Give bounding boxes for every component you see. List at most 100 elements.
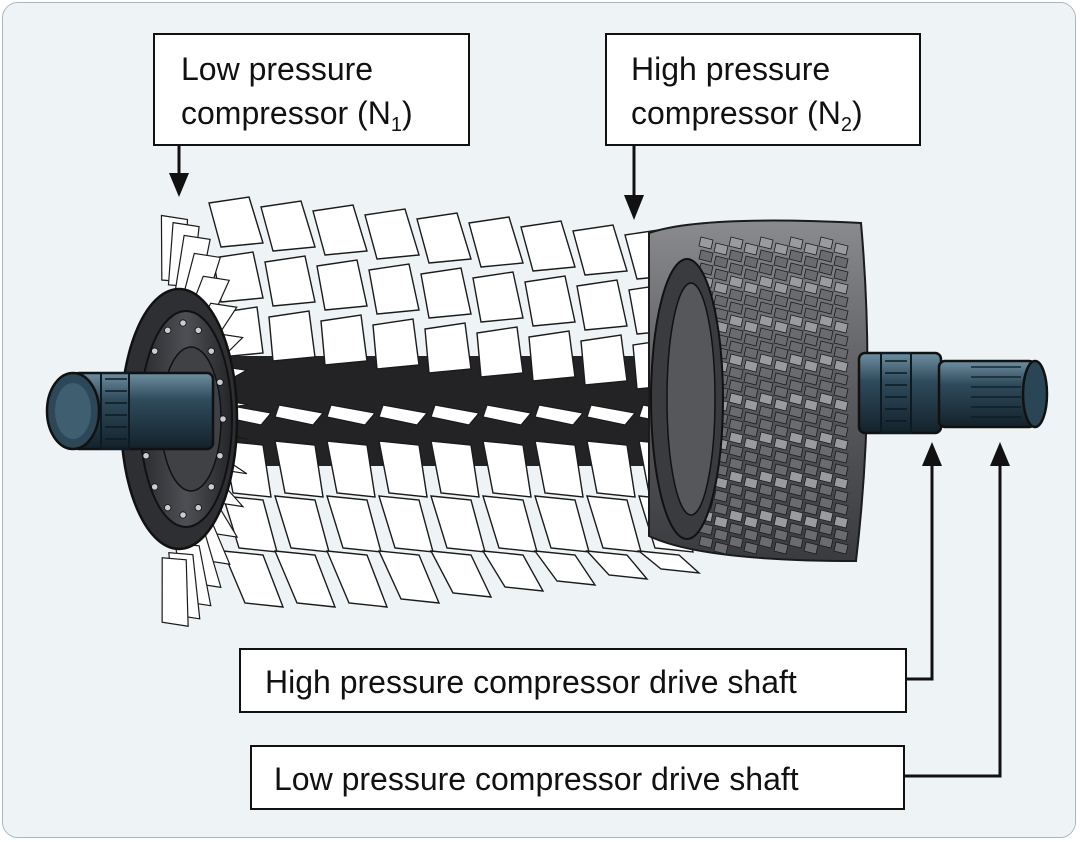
lp-blade <box>325 550 389 608</box>
hp-blade <box>728 301 744 315</box>
hp-blade <box>788 483 804 497</box>
hp-blade <box>803 320 819 334</box>
hp-blade <box>773 359 789 373</box>
hp-blade <box>833 385 849 399</box>
hp-blade <box>818 522 834 536</box>
lp-blade <box>572 224 628 276</box>
hp-blade <box>773 437 789 451</box>
hp-blade <box>758 457 774 471</box>
hp-blade <box>803 372 819 386</box>
hp-blade <box>788 457 804 471</box>
hp-blade <box>833 437 849 451</box>
hp-blade <box>788 236 804 250</box>
hp-blade <box>743 255 759 269</box>
hp-blade <box>728 327 744 341</box>
hp-blade <box>773 281 789 295</box>
lp-blade <box>312 204 368 256</box>
lp-blade <box>430 404 481 426</box>
lp-blade <box>221 550 285 608</box>
hp-blade <box>818 483 834 497</box>
lp-blade <box>378 404 429 426</box>
hp-blade <box>698 535 714 549</box>
hp-blade <box>818 444 834 458</box>
label-lp-subscript: 1 <box>390 114 402 136</box>
hp-blade <box>818 405 834 419</box>
hp-blade <box>833 450 849 464</box>
hp-blade <box>728 496 744 510</box>
lp-blade <box>520 220 576 272</box>
hp-blade <box>758 379 774 393</box>
drive-shaft-splines <box>885 360 1021 422</box>
hp-blade <box>803 502 819 516</box>
hp-blade <box>788 470 804 484</box>
hp-blade <box>758 496 774 510</box>
hp-blade <box>788 327 804 341</box>
label-high-pressure-drive-shaft: High pressure compressor drive shaft <box>239 648 907 713</box>
lp-blade <box>372 318 420 370</box>
label-hp-shaft-text: High pressure compressor drive shaft <box>265 664 797 700</box>
hp-blade <box>743 398 759 412</box>
label-lp-close-paren: ) <box>401 95 413 131</box>
bolt-hole <box>164 504 172 512</box>
lp-blade <box>316 259 368 311</box>
drive-shafts <box>857 351 1049 435</box>
hp-blade <box>773 489 789 503</box>
hp-blade <box>833 515 849 529</box>
hp-blade <box>728 275 744 289</box>
label-hp-subscript: 2 <box>840 114 852 136</box>
hp-blade <box>788 353 804 367</box>
hp-blade <box>743 437 759 451</box>
hp-blade <box>818 509 834 523</box>
lp-blade <box>534 440 584 498</box>
hp-blade <box>788 262 804 276</box>
lp-blade <box>364 208 420 260</box>
hp-blade <box>743 333 759 347</box>
label-lp-shaft-text: Low pressure compressor drive shaft <box>274 761 799 797</box>
hp-blade <box>743 463 759 477</box>
lp-blade <box>468 216 524 268</box>
hp-blade <box>713 528 729 542</box>
hp-blade <box>773 528 789 542</box>
lp-blade <box>274 440 324 498</box>
hp-blade <box>743 411 759 425</box>
hp-blade <box>758 431 774 445</box>
hp-blade <box>758 470 774 484</box>
hp-blade <box>743 515 759 529</box>
lp-blade <box>580 334 628 386</box>
hp-blade <box>803 398 819 412</box>
lp-blade <box>429 550 493 598</box>
hp-blade <box>758 392 774 406</box>
hp-blade <box>818 496 834 510</box>
hp-blade <box>773 346 789 360</box>
hp-blade <box>743 281 759 295</box>
hp-blade <box>758 249 774 263</box>
lp-blade <box>528 330 576 382</box>
hp-blade <box>833 489 849 503</box>
hp-blade <box>818 236 834 250</box>
bolt-hole <box>207 347 215 355</box>
hp-blade <box>713 242 729 256</box>
hp-blade <box>773 268 789 282</box>
hp-blade <box>728 483 744 497</box>
lp-front-stub-shaft <box>45 371 215 451</box>
hp-blade <box>728 262 744 276</box>
hp-blade <box>818 301 834 315</box>
label-hp-line2-text: compressor (N <box>631 95 841 131</box>
hp-blade <box>788 275 804 289</box>
hp-blade <box>833 359 849 373</box>
lp-blade <box>273 550 337 608</box>
hp-blade <box>728 535 744 549</box>
hp-blade <box>788 288 804 302</box>
hp-blade <box>818 535 834 549</box>
hp-blade <box>818 288 834 302</box>
hp-blade <box>818 249 834 263</box>
hp-blade <box>728 522 744 536</box>
label-lp-line2: compressor (N1) <box>181 91 468 135</box>
hp-blade <box>758 418 774 432</box>
hp-blade <box>803 307 819 321</box>
lp-blade <box>534 404 585 426</box>
bolt-hole <box>194 326 202 334</box>
hp-blade <box>743 294 759 308</box>
hp-blade <box>788 379 804 393</box>
hp-blade <box>818 327 834 341</box>
